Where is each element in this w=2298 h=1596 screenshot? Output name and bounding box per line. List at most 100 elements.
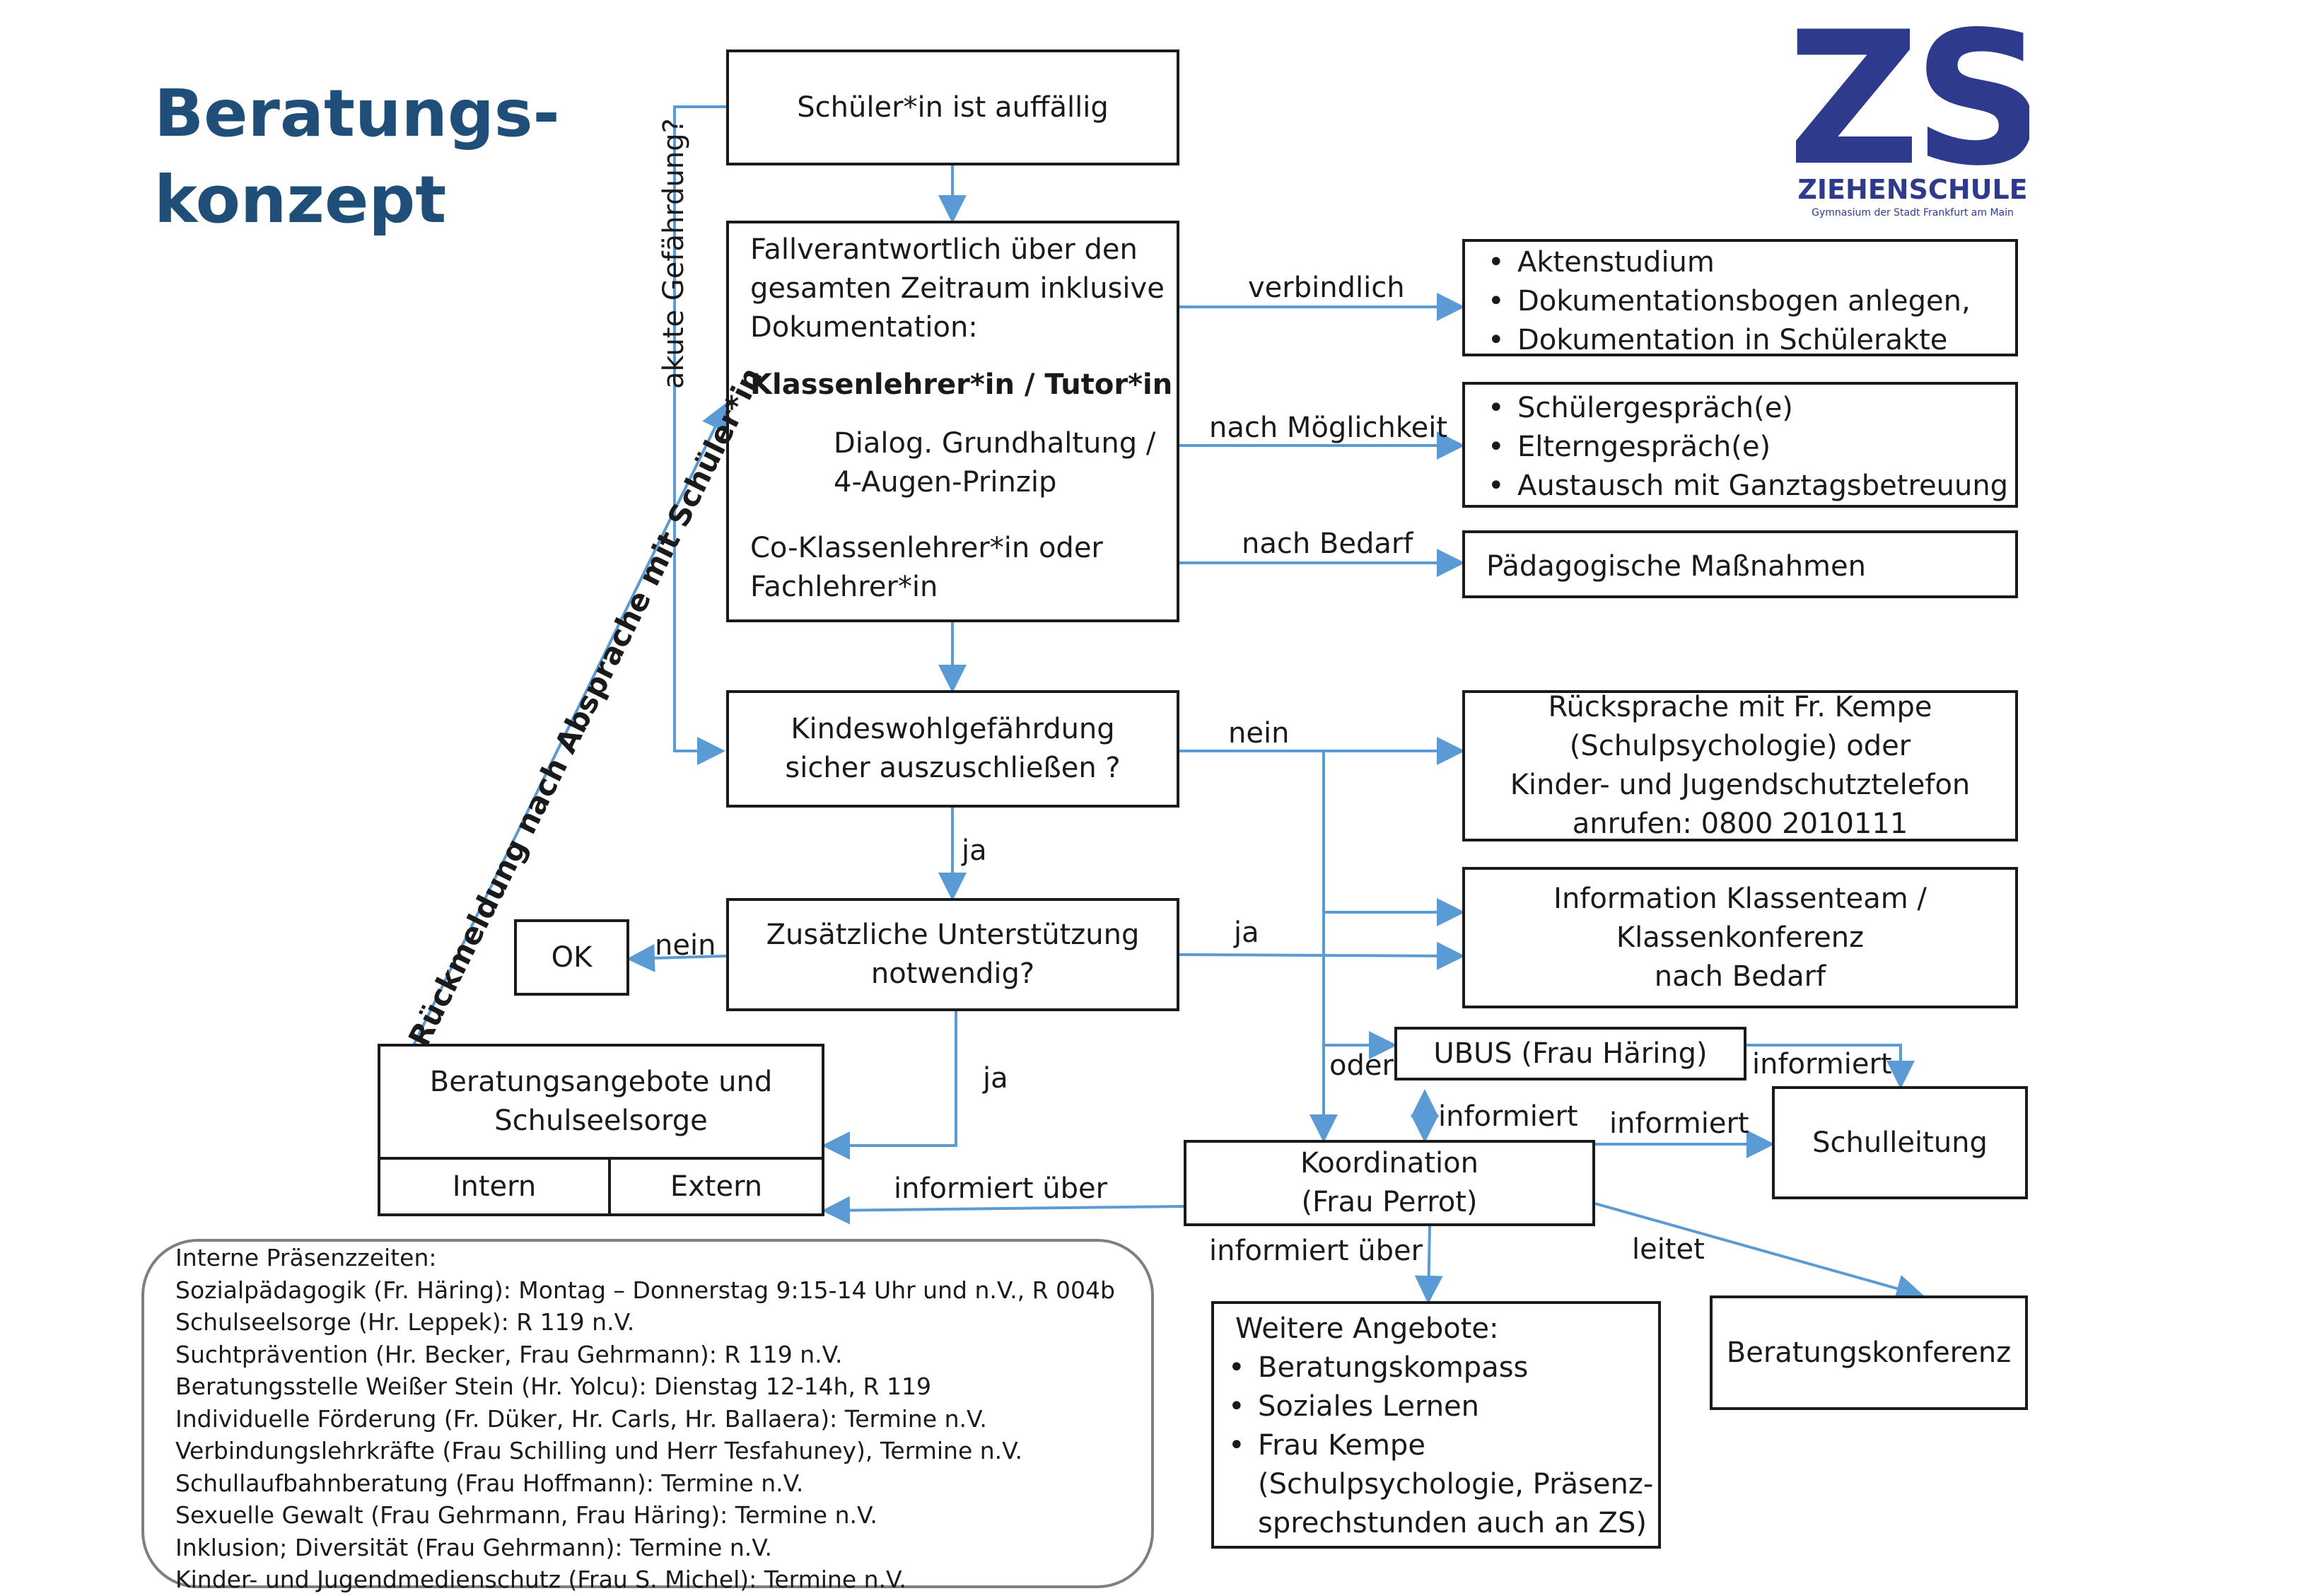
akten-item: Dokumentation in Schülerakte <box>1479 321 2015 360</box>
logo-subtitle: Gymnasium der Stadt Frankfurt am Main <box>1812 207 2014 219</box>
fall-line-3: Dokumentation: <box>750 311 978 344</box>
node-koordination: Koordination (Frau Perrot) <box>1184 1140 1595 1226</box>
arrow-nein-information <box>1322 751 1465 926</box>
node-ok: OK <box>514 919 629 996</box>
info-line: Inklusion; Diversität (Frau Gehrmann): T… <box>175 1533 773 1561</box>
cell-extern: Extern <box>611 1160 822 1213</box>
koordination-line-1: Koordination <box>1300 1147 1478 1179</box>
arrow-nein-ok <box>626 943 727 972</box>
zusaetzlich-line-2: notwendig? <box>870 957 1035 990</box>
info-line: Beratungsstelle Weißer Stein (Hr. Yolcu)… <box>175 1373 931 1400</box>
edge-label-ja-3: ja <box>983 1062 1008 1095</box>
kindeswohl-line-1: Kindeswohlgefährdung <box>791 713 1115 745</box>
beratungskonferenz-label: Beratungskonferenz <box>1726 1336 2012 1369</box>
fall-line-2: gesamten Zeitraum inklusive <box>750 272 1165 305</box>
node-zusaetzlich: Zusätzliche Unterstützung notwendig? <box>726 898 1179 1011</box>
info-line: Verbindungslehrkräfte (Frau Schilling un… <box>175 1437 1022 1464</box>
zusaetzlich-line-1: Zusätzliche Unterstützung <box>766 919 1140 951</box>
node-kindeswohl: Kindeswohlgefährdung sicher auszuschließ… <box>726 690 1179 808</box>
beratungsangebote-line-1: Beratungsangebote und <box>429 1066 773 1098</box>
gespraeche-item: Elterngespräch(e) <box>1479 428 2015 467</box>
ubus-label: UBUS (Frau Häring) <box>1433 1037 1708 1070</box>
gespraeche-item: Schülergespräch(e) <box>1479 389 2015 428</box>
edge-label-informiert-3: informiert <box>1609 1107 1749 1140</box>
node-weitere: Weitere Angebote: Beratungskompass Sozia… <box>1211 1301 1661 1549</box>
node-kempe: Rücksprache mit Fr. Kempe (Schulpsycholo… <box>1462 690 2018 841</box>
title-line-1: Beratungs- <box>154 76 560 151</box>
info-line: Individuelle Förderung (Fr. Düker, Hr. C… <box>175 1404 987 1433</box>
fall-dialog-2: 4-Augen-Prinzip <box>834 466 1057 499</box>
arrow-koordination-konferenz <box>1594 1202 1925 1303</box>
node-auffaellig-label: Schüler*in ist auffällig <box>797 91 1109 124</box>
info-line: Kinder- und Jugendmedienschutz (Frau S. … <box>175 1566 906 1593</box>
kempe-line-3: Kinder- und Jugendschutztelefon <box>1510 769 1971 801</box>
kempe-line-4: anrufen: 0800 2010111 <box>1572 808 1908 840</box>
title-line-2: konzept <box>154 162 447 238</box>
schulleitung-label: Schulleitung <box>1812 1126 1988 1159</box>
node-auffaellig: Schüler*in ist auffällig <box>726 49 1179 165</box>
fall-co-1: Co-Klassenlehrer*in oder <box>750 532 1103 564</box>
weitere-item: Beratungskompass <box>1220 1349 1658 1387</box>
intern-label: Intern <box>452 1170 537 1203</box>
arrow-koordination-intern <box>822 1196 1184 1225</box>
edge-label-informiert-ueber-1: informiert über <box>894 1172 1108 1205</box>
edge-label-akute: akute Gefährdung? <box>658 118 690 389</box>
info-line: Suchtprävention (Hr. Becker, Frau Gehrma… <box>175 1340 843 1368</box>
kindeswohl-line-2: sicher auszuschließen ? <box>785 752 1121 784</box>
kempe-line-1: Rücksprache mit Fr. Kempe <box>1548 691 1932 723</box>
edge-label-ja-1: ja <box>962 834 987 867</box>
weitere-item: Frau Kempe <box>1220 1426 1658 1465</box>
school-logo: ZS ZIEHENSCHULE Gymnasium der Stadt Fran… <box>1787 0 2046 222</box>
edge-label-ja-2: ja <box>1234 916 1259 949</box>
information-line-1: Information Klassenteam / <box>1553 882 1927 915</box>
info-panel-praesenzzeiten: Interne Präsenzzeiten: Sozialpädagogik (… <box>141 1239 1154 1593</box>
information-line-2: Klassenkonferenz <box>1616 921 1865 954</box>
arrow-ja-beratungsangebote <box>822 1011 957 1160</box>
fall-bold: Klassenlehrer*in / Tutor*in <box>750 368 1173 401</box>
page-title: Beratungs- konzept <box>154 71 560 243</box>
node-information: Information Klassenteam / Klassenkonfere… <box>1462 867 2018 1008</box>
arrow-oder-ubus <box>1322 912 1397 1059</box>
edge-label-bedarf: nach Bedarf <box>1242 528 1413 560</box>
node-paedagogisch: Pädagogische Maßnahmen <box>1462 530 2018 598</box>
koordination-line-2: (Frau Perrot) <box>1301 1186 1478 1218</box>
node-gespraeche: Schülergespräch(e) Elterngespräch(e) Aus… <box>1462 382 2018 508</box>
edge-label-nein-2: nein <box>655 929 716 962</box>
node-fallverantwortlich: Fallverantwortlich über den gesamten Zei… <box>726 221 1179 622</box>
arrow-akute-gefaehrdung <box>673 105 726 765</box>
beratungsangebote-header: Beratungsangebote und Schulseelsorge <box>380 1047 822 1160</box>
gespraeche-item: Austausch mit Ganztagsbetreuung <box>1479 467 2015 506</box>
kempe-line-2: (Schulpsychologie) oder <box>1569 730 1911 762</box>
weitere-cont-1: (Schulpsychologie, Präsenz- <box>1258 1468 1654 1501</box>
arrow-koordination-weitere <box>1414 1225 1443 1304</box>
edge-label-informiert-ueber-2: informiert über <box>1209 1235 1423 1267</box>
fall-dialog-1: Dialog. Grundhaltung / <box>834 427 1156 460</box>
ok-label: OK <box>551 940 593 974</box>
info-line: Sexuelle Gewalt (Frau Gehrmann, Frau Här… <box>175 1501 877 1529</box>
beratungsangebote-line-2: Schulseelsorge <box>494 1105 708 1137</box>
weitere-cont-2: sprechstunden auch an ZS) <box>1258 1507 1647 1539</box>
edge-label-informiert-2: informiert <box>1438 1100 1578 1133</box>
paedagogisch-label: Pädagogische Maßnahmen <box>1486 550 1866 583</box>
cell-intern: Intern <box>380 1160 611 1213</box>
akten-item: Aktenstudium <box>1479 243 2015 282</box>
edge-label-nein-1: nein <box>1228 717 1290 750</box>
logo-name: ZIEHENSCHULE <box>1797 174 2028 205</box>
weitere-item: Soziales Lernen <box>1220 1387 1658 1426</box>
info-line: Schullaufbahnberatung (Frau Hoffmann): T… <box>175 1469 804 1497</box>
edge-label-verbindlich: verbindlich <box>1248 272 1405 304</box>
info-line: Schulseelsorge (Hr. Leppek): R 119 n.V. <box>175 1308 635 1336</box>
edge-label-moeglichkeit: nach Möglichkeit <box>1209 412 1448 444</box>
node-beratungskonferenz: Beratungskonferenz <box>1710 1295 2028 1410</box>
node-ubus: UBUS (Frau Häring) <box>1394 1027 1746 1080</box>
arrow-ubus-schulleitung <box>1746 1044 1915 1089</box>
info-line: Sozialpädagogik (Fr. Häring): Montag – D… <box>175 1276 1115 1304</box>
arrow-ja-information <box>1179 941 1465 970</box>
node-beratungsangebote: Beratungsangebote und Schulseelsorge Int… <box>378 1044 824 1216</box>
info-line: Interne Präsenzzeiten: <box>175 1244 437 1271</box>
weitere-heading: Weitere Angebote: <box>1235 1312 1499 1345</box>
edge-label-informiert-1: informiert <box>1752 1048 1892 1080</box>
edge-label-leitet: leitet <box>1632 1233 1705 1266</box>
akten-item: Dokumentationsbogen anlegen, <box>1479 282 2015 321</box>
